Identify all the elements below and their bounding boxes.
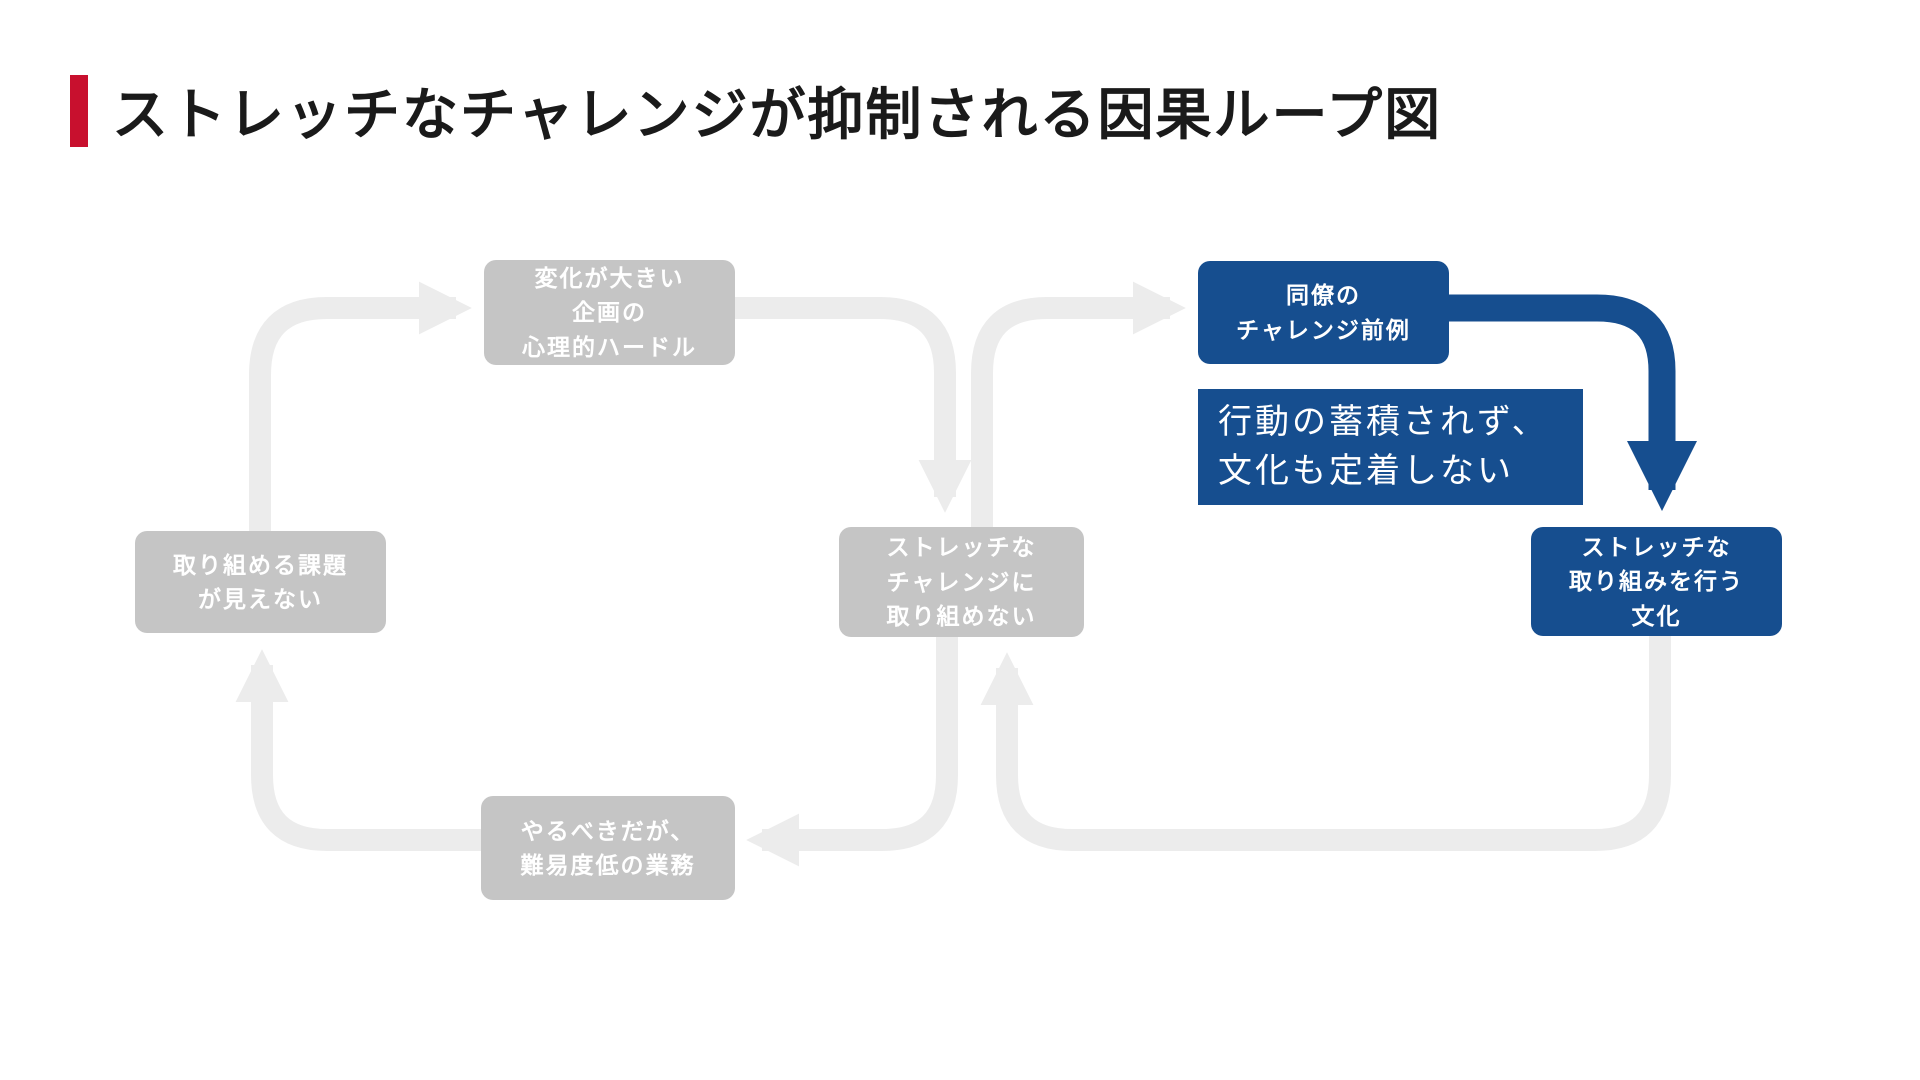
node-line: 企画の (572, 299, 647, 326)
node-line: ストレッチな (886, 534, 1037, 561)
arrow-cannot-stretch-to-peer-precedent (971, 281, 1186, 527)
node-line: 心理的ハードル (522, 333, 697, 360)
annotation-line: 文化も定着しない (1218, 452, 1514, 490)
title-row: ストレッチなチャレンジが抑制される因果ループ図 (70, 70, 1442, 151)
annotation-line: 行動の蓄積されず、 (1218, 402, 1549, 441)
node-line: チャレンジに (886, 568, 1037, 595)
node-cannot-stretch: ストレッチな チャレンジに 取り組めない (839, 527, 1084, 637)
node-line: 文化 (1631, 602, 1682, 629)
arrow-stretch-culture-to-cannot-stretch (980, 636, 1671, 851)
node-line: ストレッチな (1581, 533, 1732, 560)
node-peer-precedent: 同僚の チャレンジ前例 (1198, 261, 1449, 364)
node-line: 取り組めない (886, 603, 1037, 630)
node-line: 取り組める課題 (173, 551, 348, 578)
node-line: 取り組みを行う (1569, 568, 1744, 595)
node-low-difficulty-work: やるべきだが、 難易度低の業務 (481, 796, 735, 900)
node-change-hurdle: 変化が大きい 企画の 心理的ハードル (484, 260, 735, 365)
title-accent-bar (70, 74, 88, 147)
arrow-change-hurdle-to-cannot-stretch (735, 297, 972, 513)
page-title: ストレッチなチャレンジが抑制される因果ループ図 (112, 83, 1443, 146)
node-stretch-culture: ストレッチな 取り組みを行う 文化 (1531, 527, 1782, 636)
node-line: チャレンジ前例 (1236, 316, 1411, 343)
node-line: やるべきだが、 (520, 817, 696, 844)
node-no-visible-tasks: 取り組める課題 が見えない (135, 531, 386, 633)
node-line: 変化が大きい (534, 264, 685, 291)
node-line: 難易度低の業務 (520, 852, 696, 878)
node-line: が見えない (198, 586, 323, 612)
arrow-low-difficulty-work-to-no-visible-tasks (235, 649, 481, 851)
node-line: 同僚の (1286, 282, 1361, 308)
arrow-no-visible-tasks-to-change-hurdle (249, 281, 472, 533)
arrow-peer-precedent-to-stretch-culture (1449, 294, 1698, 512)
annotation-callout: 行動の蓄積されず、 文化も定着しない (1198, 389, 1583, 505)
arrow-cannot-stretch-to-low-difficulty-work (746, 637, 958, 867)
